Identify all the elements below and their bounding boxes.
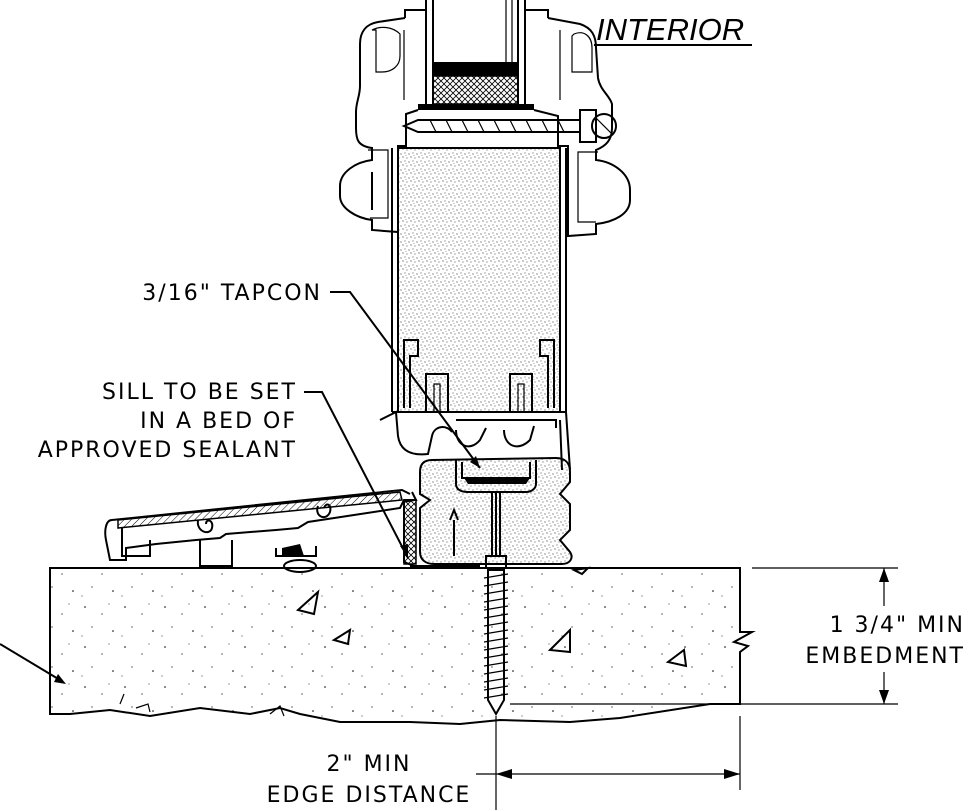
exterior-sill-extrusion [104, 488, 480, 573]
sill-note-line-3: APPROVED SEALANT [38, 438, 297, 463]
embedment-label-line-1: 1 3/4" MIN [830, 613, 965, 638]
tapcon-anchor [449, 492, 509, 717]
embedment-label-line-2: EMBEDMENT [805, 644, 965, 669]
sash-bottom-rail [379, 410, 571, 471]
glazing-unit [418, 0, 534, 110]
edge-distance-dimension [476, 716, 741, 810]
sill-member [403, 456, 573, 565]
frame-screw [401, 109, 617, 143]
edge-distance-label-line-1: 2" MIN [326, 752, 411, 777]
sill-note-line-1: SILL TO BE SET [102, 380, 297, 405]
concrete-substrate [49, 566, 756, 726]
callout-leaders [0, 291, 481, 684]
interior-title: INTERIOR [596, 12, 744, 47]
embedment-dimension [510, 567, 898, 705]
sill-note-line-2: IN A BED OF [140, 409, 297, 434]
edge-distance-label-line-2: EDGE DISTANCE [267, 783, 472, 808]
tapcon-label: 3/16" TAPCON [142, 281, 322, 306]
frame-foam-core [391, 147, 567, 413]
